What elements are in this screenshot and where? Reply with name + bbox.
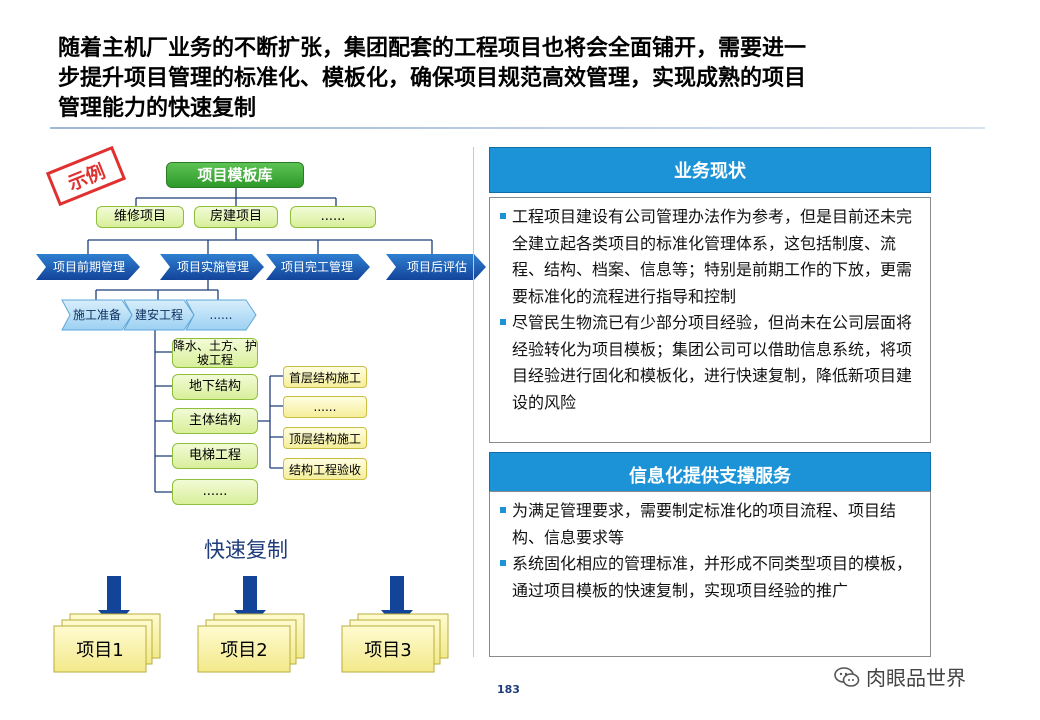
work-main-structure: 主体结构 [172,408,258,434]
category-more: ...... [290,206,376,228]
phase-preliminary: 项目前期管理 [52,259,125,274]
project-2-label: 项目2 [220,640,268,661]
down-arrow-icon [381,576,413,628]
business-status-bullet: 工程项目建设有公司管理办法作为参考，但是目前还未完全建立起各类项目的标准化管理体… [500,204,920,310]
it-support-bullet: 为满足管理要求，需要制定标准化的项目流程、项目结构、信息要求等 [500,498,920,551]
page-title: 随着主机厂业务的不断扩张，集团配套的工程项目也将会全面铺开，需要进一步提升项目管… [58,36,807,121]
template-library-root: 项目模板库 [166,162,304,188]
wechat-icon [834,666,860,687]
project-1-label: 项目1 [76,640,124,661]
down-arrows [98,576,413,628]
example-stamp: 示例 [45,145,127,207]
step-top-floor: 顶层结构施工 [283,427,367,449]
work-earthwork: 降水、土方、护坡工程 [172,338,258,368]
subphase-more: ...... [209,307,233,322]
subphase-prep: 施工准备 [72,307,121,322]
step-acceptance: 结构工程验收 [283,458,367,480]
business-status-body: 工程项目建设有公司管理办法作为参考，但是目前还未完全建立起各类项目的标准化管理体… [489,197,931,443]
fast-copy-label: 快速复制 [204,538,288,562]
it-support-bullet: 系统固化相应的管理标准，并形成不同类型项目的模板，通过项目模板的快速复制，实现项… [500,551,920,604]
down-arrow-icon [234,576,266,628]
category-repair: 维修项目 [96,206,184,228]
watermark: 肉眼品世界 [834,662,966,691]
work-underground: 地下结构 [172,374,258,400]
work-more: ...... [172,479,258,505]
work-elevator: 电梯工程 [172,443,258,469]
category-building: 房建项目 [194,206,278,228]
business-status-bullet: 尽管民生物流已有少部分项目经验，但尚未在公司层面将经验转化为项目模板；集团公司可… [500,310,920,416]
subphase-construction: 建安工程 [134,307,183,322]
down-arrow-icon [98,576,130,628]
it-support-heading: 信息化提供支撑服务 [489,452,931,498]
step-first-floor: 首层结构施工 [283,366,367,388]
business-status-heading: 业务现状 [489,147,931,193]
project-3-label: 项目3 [364,640,412,661]
watermark-text: 肉眼品世界 [866,666,966,690]
title-divider [50,127,985,129]
step-more: ...... [283,396,367,418]
page-number: 183 [497,683,520,696]
phase-post-evaluation: 项目后评估 [406,259,467,274]
column-divider [473,147,474,657]
phase-implementation: 项目实施管理 [176,259,249,274]
it-support-body: 为满足管理要求，需要制定标准化的项目流程、项目结构、信息要求等 系统固化相应的管… [489,491,931,657]
phase-completion: 项目完工管理 [280,259,353,274]
